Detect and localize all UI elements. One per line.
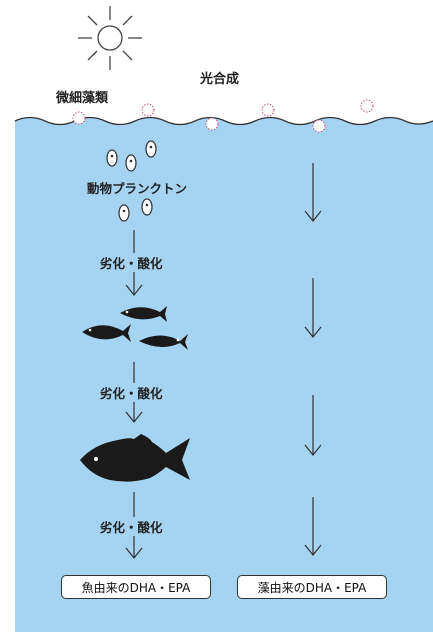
fish-icon: [82, 306, 188, 350]
photosynthesis-label: 光合成: [200, 72, 240, 87]
degradation-label-3: 劣化・酸化: [98, 517, 165, 536]
algae-origin-box: 藻由来のDHA・EPA: [237, 575, 387, 599]
algae-icon: [72, 99, 374, 133]
sun-icon: [78, 6, 142, 70]
microalgae-label: 微細藻類: [56, 91, 109, 106]
zooplankton-icon: [106, 140, 157, 222]
fish-origin-box: 魚由来のDHA・EPA: [61, 575, 211, 599]
fish-icon: [80, 434, 190, 482]
degradation-label-1: 劣化・酸化: [98, 253, 165, 272]
zooplankton-label: 動物プランクトン: [87, 181, 188, 196]
water-body: [15, 117, 433, 632]
arrow-down-icon: [304, 163, 322, 556]
degradation-label-2: 劣化・酸化: [98, 383, 165, 402]
